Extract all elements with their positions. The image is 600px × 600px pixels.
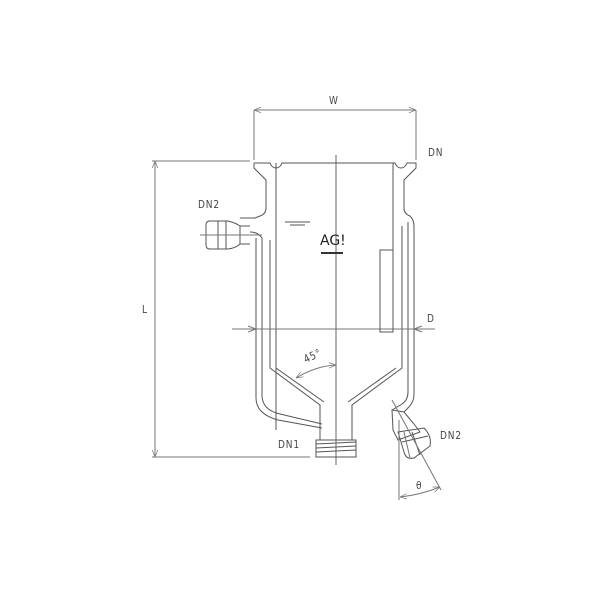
- brand-logo-underline: [321, 252, 343, 254]
- label-bottom-side-outlet-dn2: DN2: [440, 429, 462, 442]
- top-flange: [253, 162, 417, 430]
- label-length: L: [142, 303, 148, 316]
- label-top-flange-dn: DN: [428, 146, 444, 159]
- liquid-level-icon: [285, 221, 310, 226]
- label-side-inlet-dn2: DN2: [198, 198, 220, 211]
- sight-glass: [379, 249, 394, 333]
- label-width: W: [329, 94, 339, 107]
- label-diameter: D: [427, 312, 435, 325]
- jacket: [240, 207, 415, 440]
- width-dimension: [253, 110, 417, 160]
- angle-arc-45: [296, 365, 336, 378]
- side-inlet-dn2: [200, 220, 262, 250]
- bottom-outlet-dn1: [315, 439, 357, 458]
- diameter-dimension: [232, 325, 435, 333]
- length-dimension: [152, 160, 310, 458]
- label-angle-theta: θ: [416, 479, 423, 492]
- brand-logo: AG!: [320, 233, 346, 249]
- label-bottom-outlet-dn1: DN1: [278, 438, 300, 451]
- angle-arc-theta: [400, 486, 440, 497]
- bottom-side-outlet-dn2: [391, 399, 442, 500]
